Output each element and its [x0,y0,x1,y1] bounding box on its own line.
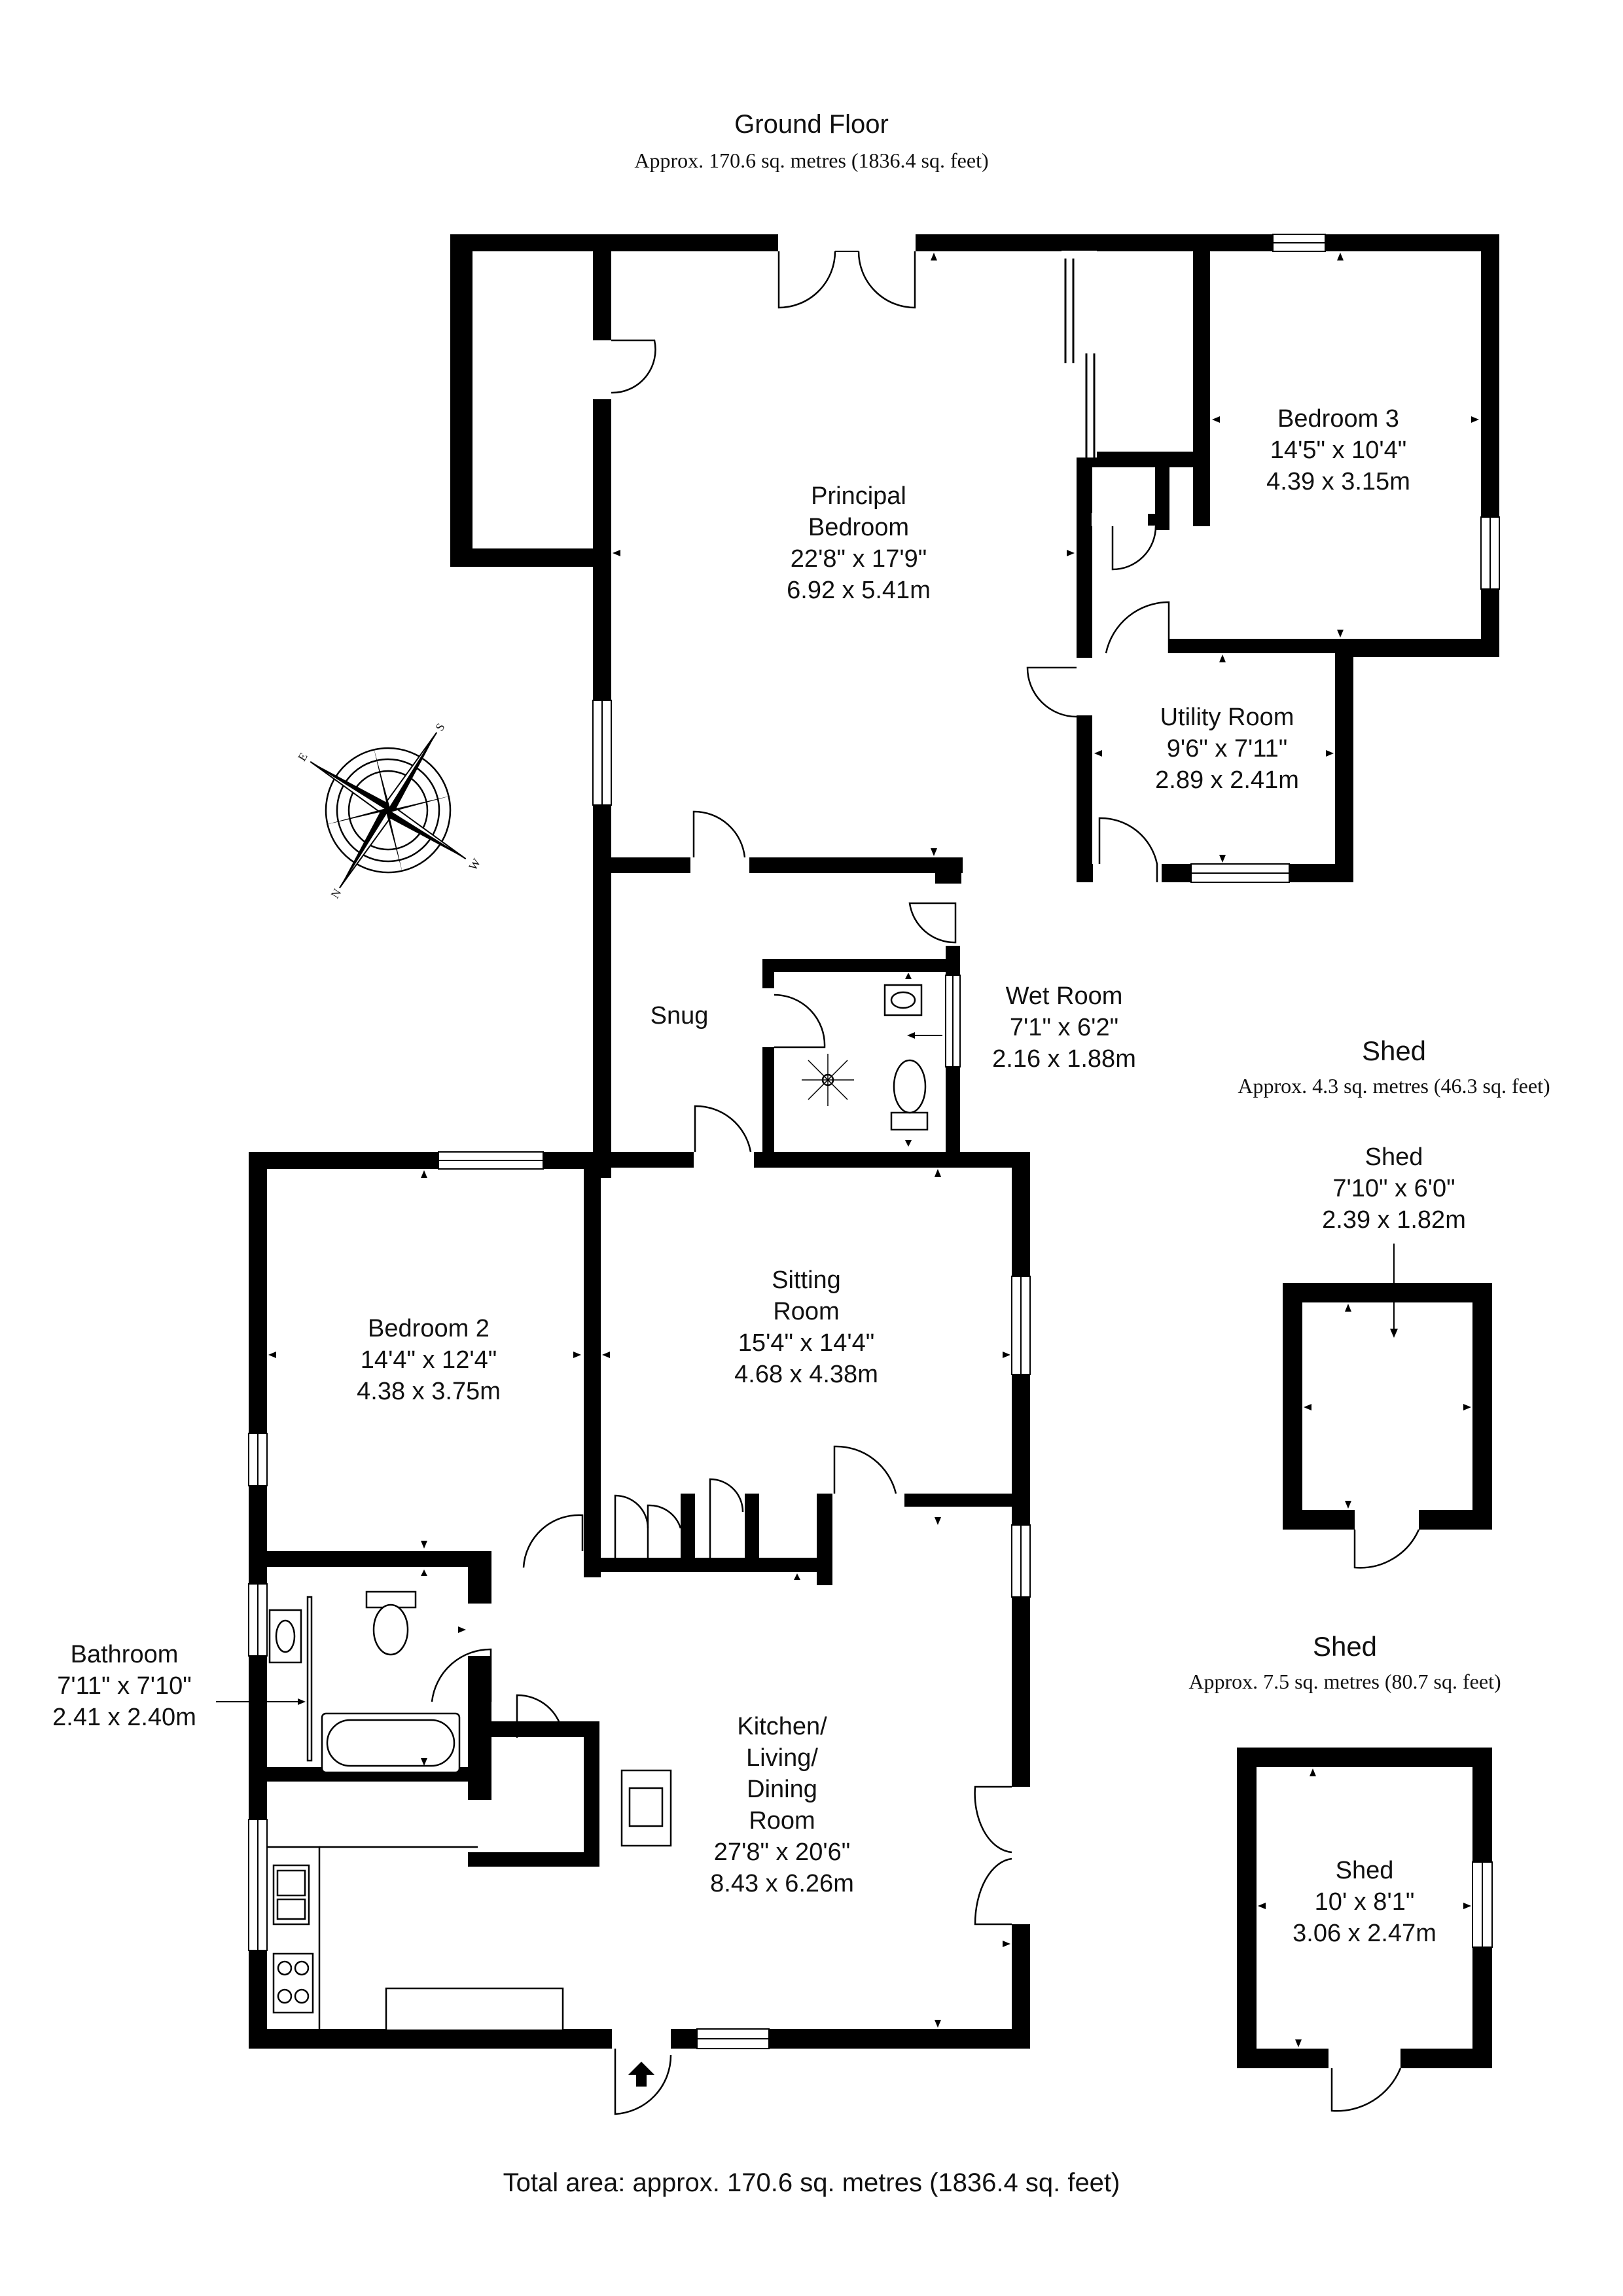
shed2-metric: 3.06 x 2.47m [1293,1920,1436,1947]
door-swings [431,251,1170,2115]
wetroom-name: Wet Room [1006,982,1123,1010]
toilet-icon [365,1590,417,1656]
bathroom-metric: 2.41 x 2.40m [52,1704,196,1731]
principal-name-2: Bedroom [808,514,909,541]
bedroom2-imperial: 14'4" x 12'4" [361,1346,497,1374]
principal-imperial: 22'8" x 17'9" [791,545,927,573]
shed1-name: Shed [1365,1143,1423,1171]
bedroom2-name: Bedroom 2 [368,1315,490,1342]
bathroom-name: Bathroom [71,1641,179,1668]
fixtures [267,984,929,2032]
toilet-icon [890,1059,929,1131]
bedroom2-metric: 4.38 x 3.75m [357,1378,501,1405]
utility-name: Utility Room [1160,704,1294,731]
floor-area: Approx. 170.6 sq. metres (1836.4 sq. fee… [634,149,988,172]
entrance-arrow-icon [628,2062,654,2087]
room-labels: Principal Bedroom 22'8" x 17'9" 6.92 x 5… [52,405,1410,1897]
shower-icon [802,1054,854,1106]
wetroom-metric: 2.16 x 1.88m [992,1045,1136,1073]
utility-imperial: 9'6" x 7'11" [1167,735,1287,762]
shed2-area: Approx. 7.5 sq. metres (80.7 sq. feet) [1188,1670,1501,1693]
floor-title: Ground Floor [734,110,889,139]
kitchen-imperial: 27'8" x 20'6" [714,1839,850,1866]
basin-icon [268,1609,302,1664]
compass-letter-n: N [329,886,344,901]
kitchen-name-4: Room [749,1807,815,1835]
bedroom3-name: Bedroom 3 [1277,405,1399,433]
total-area: Total area: approx. 170.6 sq. metres (18… [503,2168,1120,2197]
sitting-name-2: Room [773,1298,839,1325]
shed-2: Shed Approx. 7.5 sq. metres (80.7 sq. fe… [1188,1631,1501,2112]
kitchen-name-3: Dining [747,1776,817,1803]
principal-metric: 6.92 x 5.41m [787,577,931,604]
shed1-area: Approx. 4.3 sq. metres (46.3 sq. feet) [1238,1074,1550,1098]
shed2-imperial: 10' x 8'1" [1315,1888,1415,1916]
compass-letter-w: W [466,856,483,872]
shed-1: Shed Approx. 4.3 sq. metres (46.3 sq. fe… [1238,1035,1550,1569]
openings [248,234,1500,2049]
compass-letter-s: S [433,721,447,733]
shed1-title: Shed [1362,1035,1426,1066]
dimension-arrows [216,253,1479,2028]
utility-metric: 2.89 x 2.41m [1155,766,1299,794]
sitting-name-1: Sitting [772,1266,841,1294]
sitting-metric: 4.68 x 4.38m [734,1361,878,1388]
sink-icon [620,1769,672,1847]
kitchen-metric: 8.43 x 6.26m [710,1870,854,1897]
shed2-title: Shed [1313,1631,1377,1662]
kitchen-sink-icon [272,1864,310,1926]
compass-rose-icon: E S W N [295,721,483,901]
wetroom-imperial: 7'1" x 6'2" [1010,1014,1118,1041]
bedroom3-metric: 4.39 x 3.15m [1266,468,1410,495]
bath-icon [321,1712,461,1774]
kitchen-name-1: Kitchen/ [737,1713,827,1740]
shed2-name: Shed [1336,1857,1394,1884]
principal-name-1: Principal [811,482,906,510]
kitchen-name-2: Living/ [746,1744,818,1772]
shed1-metric: 2.39 x 1.82m [1322,1206,1466,1234]
hob-icon [272,1952,314,2014]
compass-letter-e: E [295,750,310,763]
snug-name: Snug [651,1002,709,1030]
bedroom3-imperial: 14'5" x 10'4" [1270,437,1406,464]
sitting-imperial: 15'4" x 14'4" [738,1329,874,1357]
bathroom-imperial: 7'11" x 7'10" [57,1672,192,1700]
shed1-imperial: 7'10" x 6'0" [1332,1175,1455,1202]
